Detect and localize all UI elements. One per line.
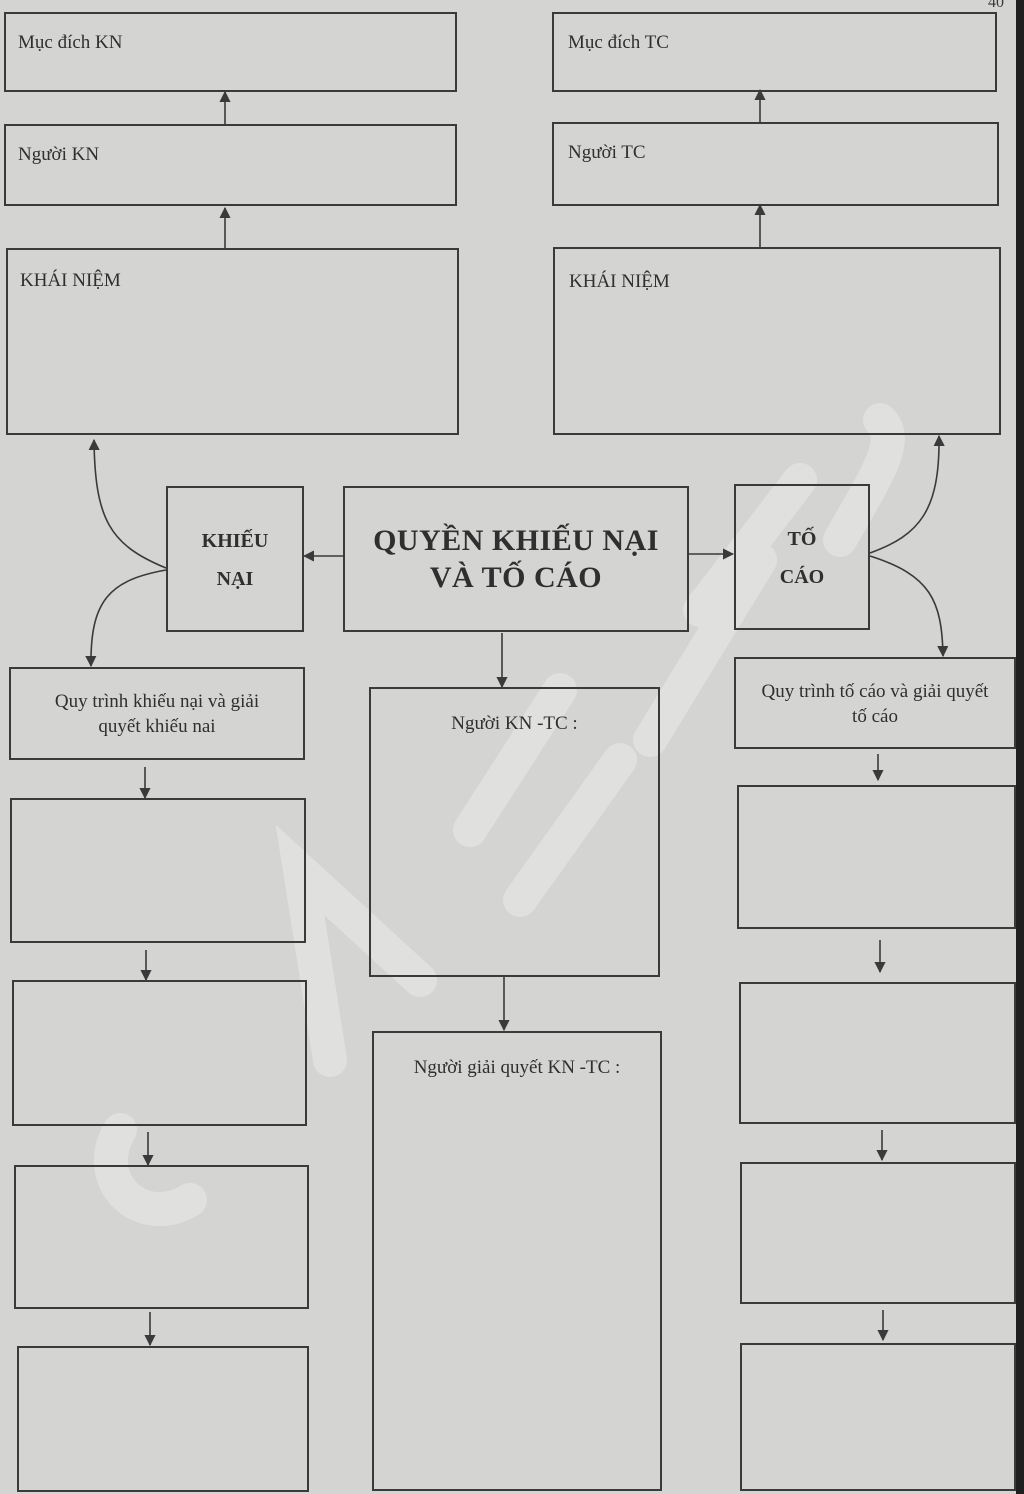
right-process-line1: Quy trình tố cáo và giải quyết (761, 681, 989, 702)
left-step-box-2 (12, 980, 307, 1126)
right-process-box: Quy trình tố cáo và giải quyết tố cáo (734, 657, 1016, 749)
arrow-khieu-nai-to-process (85, 569, 167, 668)
arrow-to-cao-to-process (869, 555, 949, 658)
left-process-line2: quyết khiếu nai (98, 716, 216, 737)
complainant-box: Người KN -TC : (369, 687, 660, 977)
left-process-line1: Quy trình khiếu nại và giải (54, 691, 260, 712)
resolver-label: Người giải quyết KN -TC : (413, 1057, 621, 1078)
right-step-box-4 (740, 1343, 1016, 1491)
center-title-line2: VÀ TỐ CÁO (429, 561, 603, 594)
left-step-box-1 (10, 798, 306, 943)
to-cao-box: TỐ CÁO (734, 484, 870, 630)
to-cao-title-line2: CÁO (779, 566, 825, 588)
left-concept-label: KHÁI NIỆM (20, 270, 121, 291)
left-concept-box: KHÁI NIỆM (6, 248, 459, 435)
right-purpose-box: Mục đích TC (552, 12, 997, 92)
to-cao-title-line1: TỐ (787, 528, 817, 550)
right-concept-label: KHÁI NIỆM (569, 271, 670, 292)
khieu-nai-title-line2: NẠI (216, 568, 254, 590)
center-title-line1: QUYỀN KHIẾU NẠI (373, 524, 659, 557)
complainant-label: Người KN -TC : (451, 713, 578, 734)
left-step-box-4 (17, 1346, 309, 1492)
right-step-box-1 (737, 785, 1016, 929)
arrow-to-cao-to-concept (869, 434, 945, 554)
center-title-box: QUYỀN KHIẾU NẠI VÀ TỐ CÁO (343, 486, 689, 632)
left-person-label: Người KN (18, 144, 100, 165)
resolver-box: Người giải quyết KN -TC : (372, 1031, 662, 1491)
right-person-label: Người TC (568, 142, 646, 163)
arrow-khieu-nai-to-concept (88, 438, 167, 569)
right-concept-box: KHÁI NIỆM (553, 247, 1001, 435)
right-step-box-2 (739, 982, 1016, 1124)
right-step-box-3 (740, 1162, 1016, 1304)
right-process-line2: tố cáo (852, 706, 898, 727)
page-number: 40 (988, 0, 1004, 11)
right-purpose-label: Mục đích TC (568, 32, 669, 53)
left-person-box: Người KN (4, 124, 457, 206)
right-person-box: Người TC (552, 122, 999, 206)
left-purpose-box: Mục đích KN (4, 12, 457, 92)
left-purpose-label: Mục đích KN (18, 32, 123, 53)
left-step-box-3 (14, 1165, 309, 1309)
left-process-box: Quy trình khiếu nại và giải quyết khiếu … (9, 667, 305, 760)
khieu-nai-title-line1: KHIẾU (201, 530, 269, 552)
khieu-nai-box: KHIẾU NẠI (166, 486, 304, 632)
